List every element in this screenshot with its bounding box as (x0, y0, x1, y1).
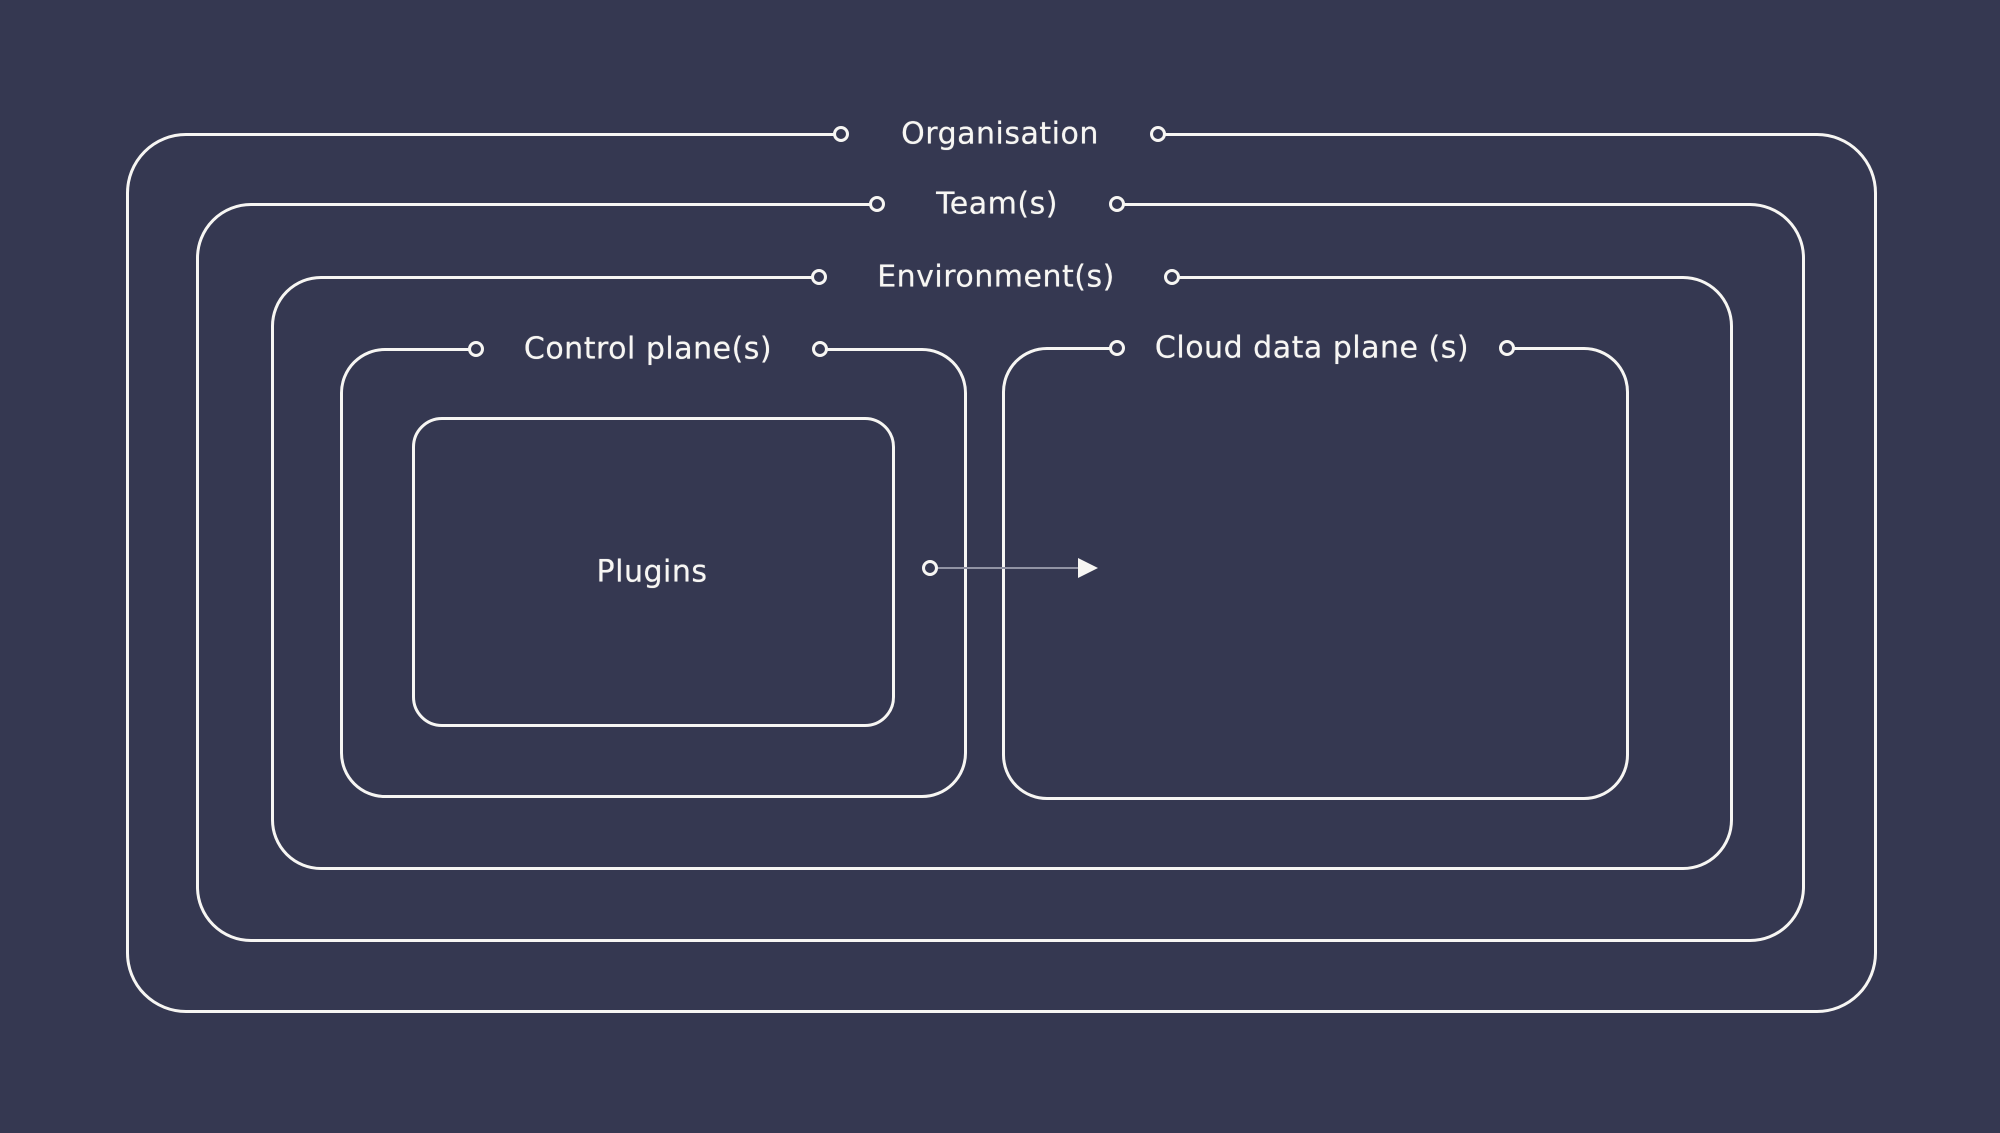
environments-gap (819, 271, 1172, 283)
plugins-to-cloud-arrow-line (938, 567, 1080, 569)
connector-dot-icon (1150, 126, 1166, 142)
connector-dot-icon (1109, 196, 1125, 212)
environments-label: Environment(s) (877, 259, 1115, 295)
connector-dot-icon (468, 341, 484, 357)
organisation-label: Organisation (901, 116, 1099, 152)
plugins-to-cloud-arrow-head-icon (1078, 558, 1098, 578)
connector-dot-icon (1164, 269, 1180, 285)
plugins-box (411, 416, 895, 727)
connector-dot-icon (812, 341, 828, 357)
connector-dot-icon (1499, 340, 1515, 356)
control-plane-gap (476, 343, 820, 355)
arrow-start-dot-icon (922, 560, 938, 576)
organisation-gap (841, 128, 1158, 140)
plugins-label: Plugins (596, 554, 708, 590)
connector-dot-icon (833, 126, 849, 142)
teams-label: Team(s) (936, 186, 1058, 222)
connector-dot-icon (811, 269, 827, 285)
connector-dot-icon (1109, 340, 1125, 356)
cloud-data-plane-label: Cloud data plane (s) (1154, 330, 1470, 366)
teams-gap (877, 198, 1117, 210)
cloud-data-plane-gap (1117, 342, 1507, 354)
connector-dot-icon (869, 196, 885, 212)
control-plane-label: Control plane(s) (523, 331, 773, 367)
